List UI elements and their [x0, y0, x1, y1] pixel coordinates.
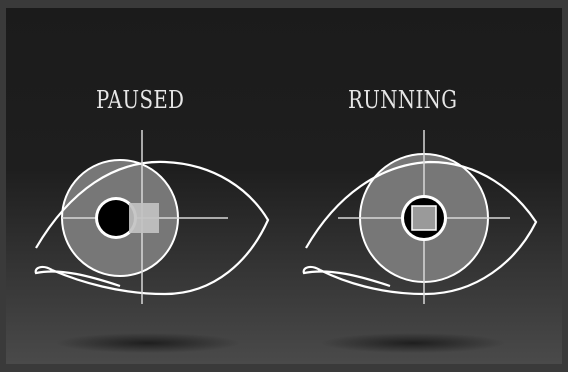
running-eye — [304, 130, 536, 304]
paused-eye — [36, 130, 268, 304]
running-stop-square — [412, 206, 436, 230]
paused-stop-square — [129, 203, 159, 233]
running-eye-shadow — [321, 333, 505, 353]
paused-label: PAUSED — [96, 86, 184, 114]
paused-eye-pupil — [98, 200, 134, 236]
eyes-illustration — [6, 8, 562, 364]
running-eye-lower-lid — [304, 267, 390, 286]
running-label: RUNNING — [348, 86, 457, 114]
illustration-panel — [6, 8, 562, 364]
paused-eye-shadow — [56, 333, 240, 353]
